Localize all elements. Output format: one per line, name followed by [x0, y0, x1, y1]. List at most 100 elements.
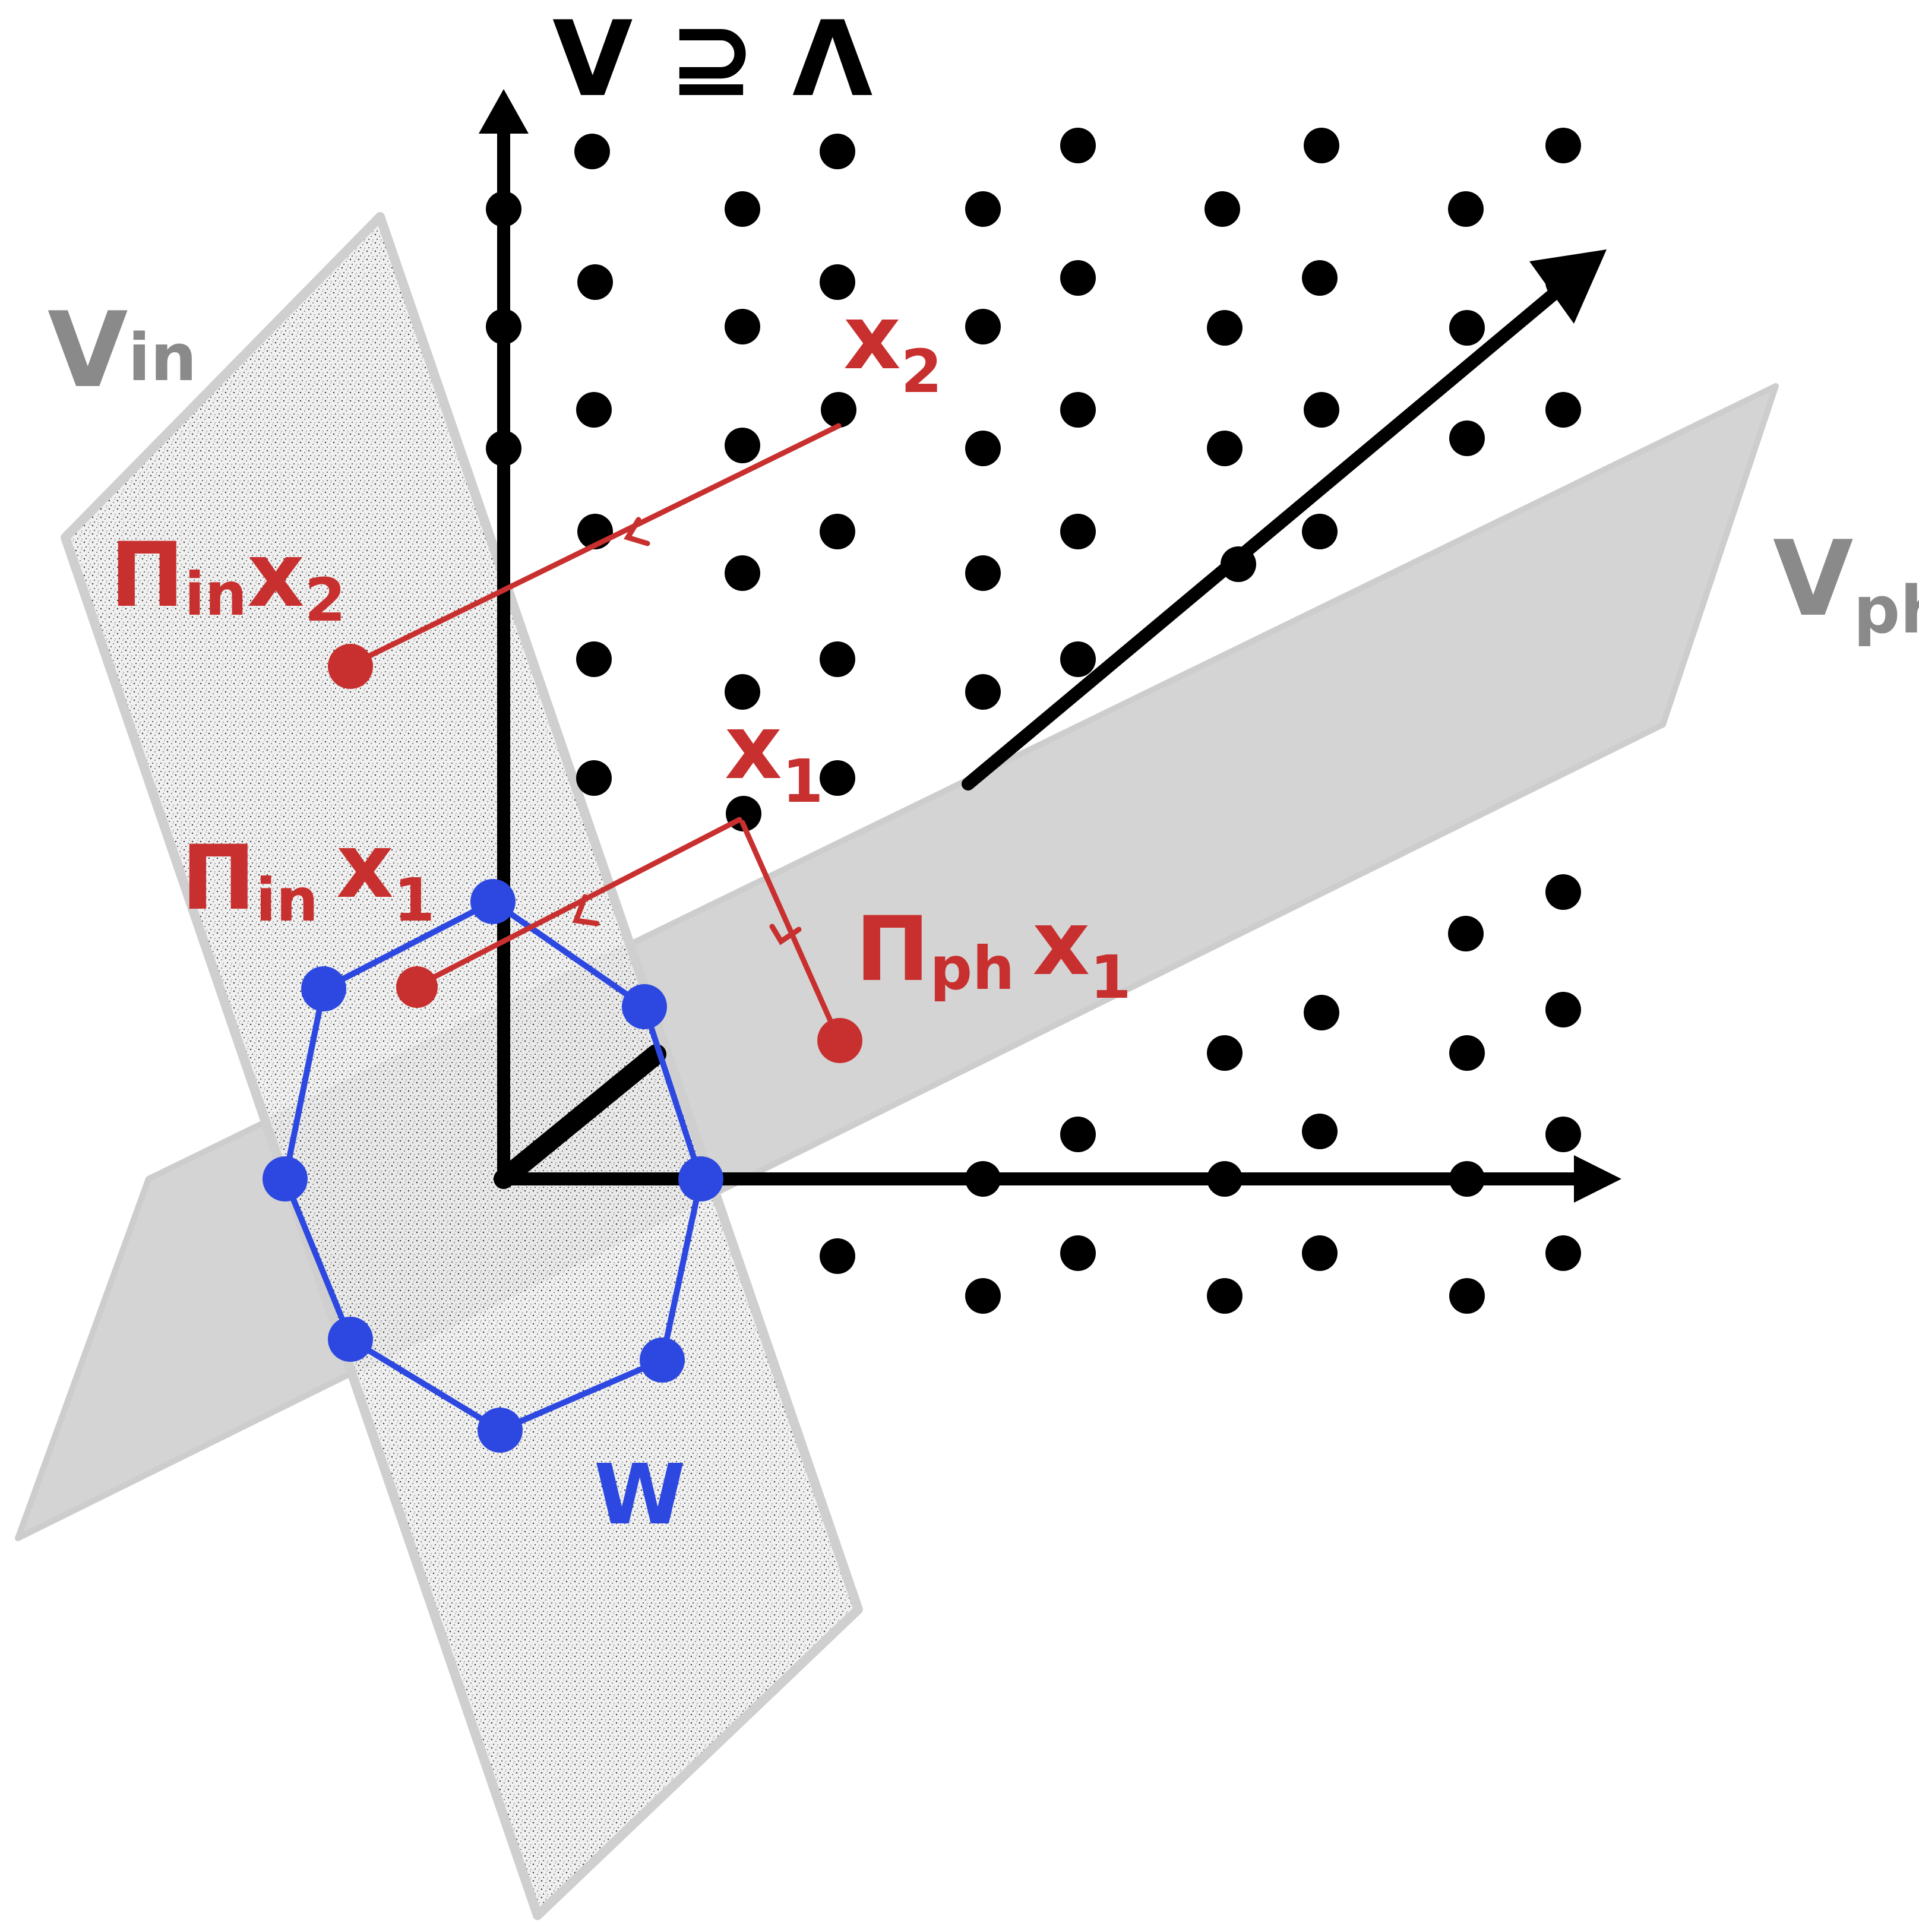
lattice-point [1449, 420, 1485, 456]
lattice-point [820, 134, 855, 169]
lattice-point [1060, 392, 1096, 428]
window-vertex [640, 1337, 685, 1383]
window-vertices [263, 879, 723, 1453]
window-vertex [301, 966, 346, 1011]
window-vertex [470, 879, 516, 924]
lattice-point [1302, 1114, 1338, 1149]
lattice-point [965, 1161, 1001, 1197]
lattice-point [725, 555, 760, 591]
lattice-point [1448, 916, 1484, 951]
window-vertex [678, 1156, 723, 1201]
lattice-point [820, 641, 855, 677]
internal-plane-label: Vin [48, 290, 197, 411]
projection-arrowhead-x1-physical [769, 924, 802, 946]
lattice-point [1221, 546, 1256, 582]
lattice-point [1060, 641, 1096, 677]
lattice-point [1304, 128, 1339, 163]
lattice-point [577, 264, 613, 300]
lattice-point [965, 555, 1001, 591]
lattice-point [576, 641, 612, 677]
lattice-point [1545, 128, 1581, 163]
lattice-point [1060, 128, 1096, 163]
projected-point-ph-x1 [817, 1018, 862, 1063]
lattice-point [1545, 992, 1581, 1027]
lattice-point [1304, 392, 1339, 428]
lattice-point [725, 309, 760, 344]
physical-plane-label: Vph [1773, 519, 1919, 648]
window-vertex [328, 1317, 373, 1362]
window-label: W [594, 1447, 685, 1544]
lattice-point [821, 392, 856, 428]
lattice-point [576, 760, 612, 796]
lattice-point [1545, 392, 1581, 428]
lattice-point [725, 191, 760, 227]
x1-label: x1 [725, 696, 823, 816]
lattice-point [1207, 1035, 1243, 1071]
diagonal-axis-lower [494, 1044, 666, 1189]
lattice-point [965, 1278, 1001, 1314]
acceptance-window [263, 879, 723, 1453]
diagonal-axis-upper [962, 276, 1575, 790]
projected-point-in-x2 [328, 644, 373, 689]
space-label: V ⊇ Λ [552, 0, 872, 120]
lattice-point [725, 428, 760, 463]
lattice-point [1060, 260, 1096, 296]
lattice-point [1449, 1161, 1485, 1197]
lattice-point [965, 191, 1001, 227]
vertical-axis-arrowhead [479, 89, 529, 134]
lattice-point [820, 1238, 855, 1274]
lattice-point [1060, 1235, 1096, 1271]
lattice-point [1204, 191, 1240, 227]
lattice-point [965, 431, 1001, 466]
lattice-points [486, 128, 1581, 1314]
lattice-point [1060, 1117, 1096, 1152]
lattice-point [1302, 1235, 1338, 1271]
lattice-point [574, 134, 610, 169]
lattice-point [725, 674, 760, 710]
lattice-point [965, 309, 1001, 344]
lattice-point [1302, 514, 1338, 549]
projection-lines [347, 423, 842, 1042]
horizontal-axis-arrowhead [1574, 1155, 1621, 1203]
projection-line-x1-physical [739, 820, 842, 1042]
lattice-point [820, 760, 855, 796]
lattice-point [1449, 1278, 1485, 1314]
projected-points [328, 644, 862, 1063]
lattice-point [1060, 514, 1096, 549]
window-vertex [478, 1408, 523, 1453]
lattice-point [576, 392, 612, 428]
window-vertex [263, 1156, 308, 1201]
lattice-point [1302, 260, 1338, 296]
lattice-point [1545, 1235, 1581, 1271]
projected-point-in-x1 [396, 966, 438, 1008]
lattice-point [1207, 1278, 1243, 1314]
projection-line-x2-internal [347, 423, 842, 668]
lattice-point [820, 264, 855, 300]
lattice-point [1207, 431, 1243, 466]
lattice-point [1207, 310, 1243, 346]
lattice-point [1449, 310, 1485, 346]
lattice-point [1545, 874, 1581, 910]
lattice-point [820, 514, 855, 549]
lattice-point [486, 191, 521, 227]
lattice-point [486, 309, 521, 344]
projection-arrowhead-x2 [624, 517, 650, 546]
internal-space-plane [61, 212, 863, 1920]
lattice-point [1545, 1117, 1581, 1152]
lattice-point [1449, 1035, 1485, 1071]
projection-arrowhead-x1-internal [572, 894, 600, 927]
lattice-point [1304, 995, 1339, 1030]
lattice-point [1448, 191, 1484, 227]
lattice-point [1207, 1161, 1243, 1197]
window-vertex [622, 984, 667, 1029]
lattice-point [486, 431, 521, 466]
projection-in-x2-label: Πinx2 [110, 524, 346, 635]
projection-line-x1-internal [414, 817, 742, 989]
lattice-point [1545, 264, 1581, 300]
x2-label: x2 [843, 286, 942, 406]
